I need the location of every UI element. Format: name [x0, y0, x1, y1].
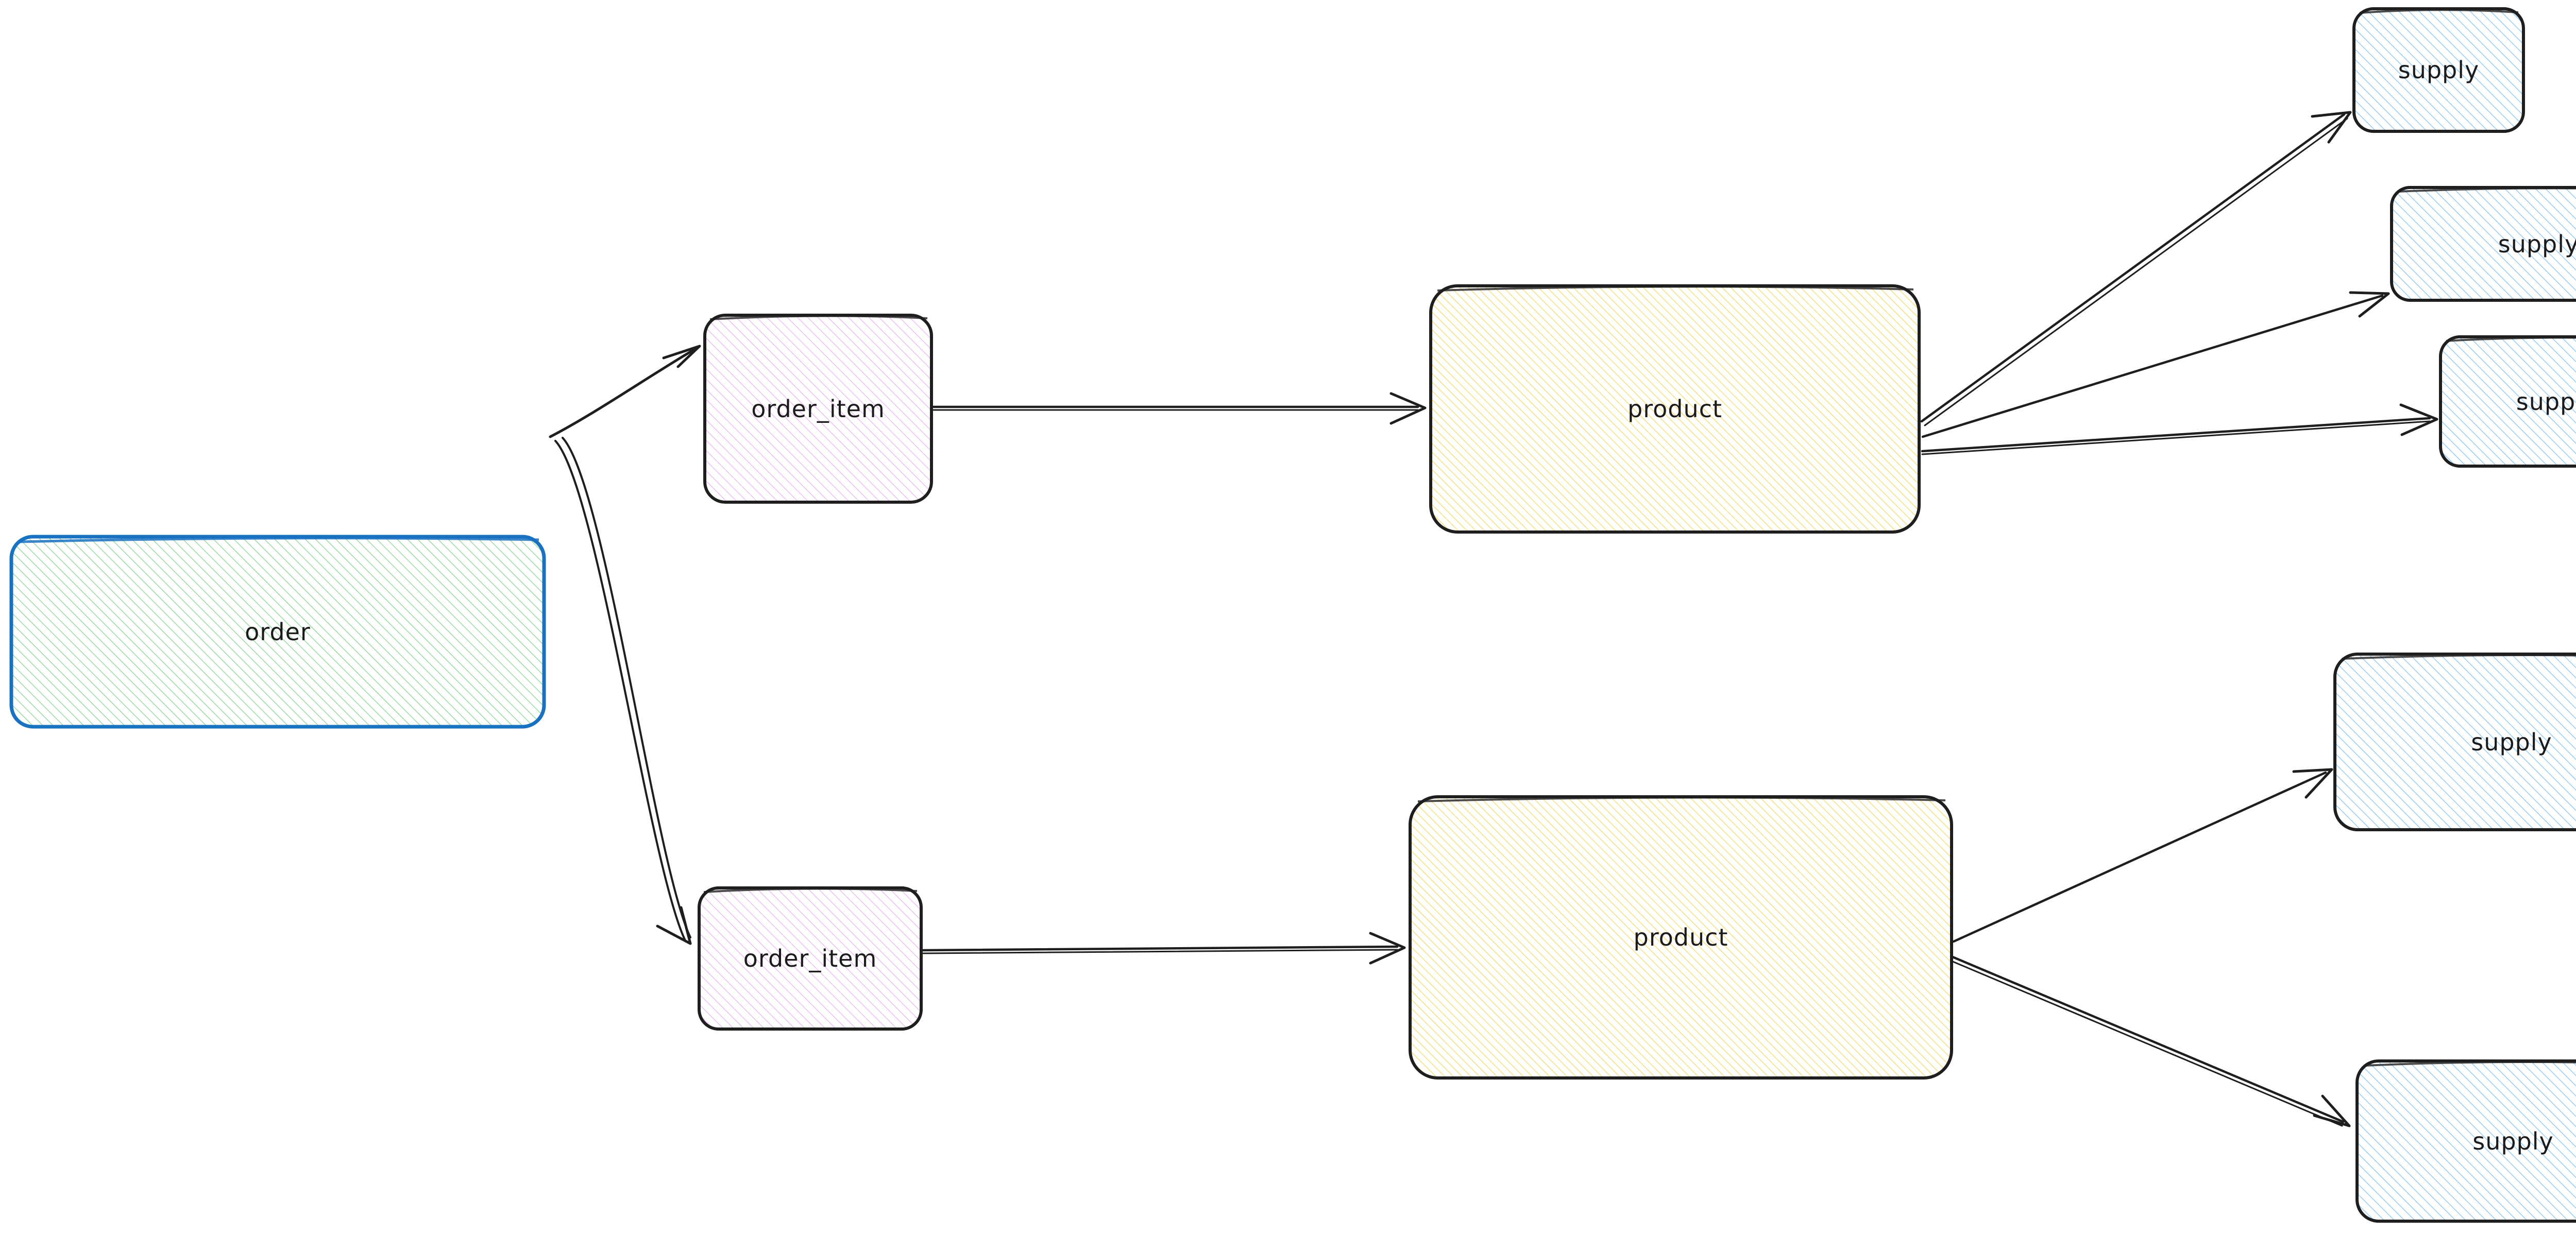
supply-2-border-sketch	[2397, 187, 2576, 193]
supply-1-border	[2352, 7, 2525, 133]
node-hit-supply-2[interactable]	[2391, 186, 2576, 301]
node-hit-supply-4[interactable]	[2334, 653, 2576, 831]
node-order-item-2[interactable]	[698, 886, 923, 1031]
edge-order-to-order-item-1	[549, 345, 701, 438]
edge-product-1-to-supply-2	[1921, 291, 2390, 438]
supply-3-fill	[2441, 337, 2576, 466]
supply-4-border-sketch	[2342, 654, 2576, 660]
supply-3-border-sketch	[2446, 336, 2576, 342]
supply-5-fill	[2357, 1061, 2576, 1221]
node-product-1[interactable]	[1429, 284, 1921, 534]
product-1-border-sketch	[1437, 285, 1914, 292]
edge-layer	[549, 111, 2438, 1127]
edge-order-to-order-item-2	[554, 437, 692, 945]
node-hit-order[interactable]	[10, 536, 545, 728]
supply-1-border-sketch	[2359, 9, 2519, 14]
supply-5-border	[2355, 1059, 2576, 1223]
node-hit-product-2[interactable]	[1409, 796, 1953, 1079]
node-supply-1[interactable]	[2352, 7, 2525, 133]
node-supply-3[interactable]	[2439, 335, 2576, 468]
supply-2-fill	[2392, 187, 2576, 300]
order-item-1-fill	[705, 315, 931, 502]
product-2-fill	[1410, 797, 1952, 1078]
node-supply-2[interactable]	[2390, 186, 2576, 302]
edge-order-item-2-to-product-2	[922, 932, 1406, 965]
supply-5-border-sketch	[2363, 1060, 2576, 1067]
order-item-2-border-sketch	[703, 887, 918, 893]
supply-4-fill	[2335, 654, 2576, 830]
edge-order-item-1-to-product-1	[932, 392, 1427, 425]
order-item-2-fill	[699, 888, 921, 1029]
product-1-fill	[1431, 286, 1919, 532]
order-border-sketch	[17, 537, 539, 543]
order-border	[9, 535, 546, 729]
edge-product-1-to-supply-1	[1920, 111, 2352, 426]
node-product-2[interactable]	[1409, 795, 1953, 1080]
order-fill	[11, 537, 544, 727]
supply-4-border	[2333, 653, 2576, 831]
node-order-item-1[interactable]	[703, 314, 933, 504]
node-hit-order-item-1[interactable]	[704, 314, 933, 503]
supply-1-fill	[2354, 9, 2523, 131]
edge-product-2-to-supply-5	[1951, 955, 2351, 1127]
node-hit-supply-1[interactable]	[2353, 8, 2524, 132]
node-hit-product-1[interactable]	[1430, 285, 1920, 533]
node-hit-supply-5[interactable]	[2356, 1060, 2576, 1222]
node-supply-4[interactable]	[2333, 653, 2576, 831]
edge-product-2-to-supply-4	[1952, 768, 2333, 943]
edge-product-1-to-supply-3	[1921, 403, 2438, 455]
node-supply-5[interactable]	[2355, 1059, 2576, 1223]
node-hit-order-item-2[interactable]	[698, 887, 922, 1030]
node-order[interactable]	[9, 535, 546, 729]
order-item-1-border-sketch	[709, 315, 928, 320]
product-2-border-sketch	[1417, 796, 1946, 802]
node-hit-supply-3[interactable]	[2439, 336, 2576, 467]
